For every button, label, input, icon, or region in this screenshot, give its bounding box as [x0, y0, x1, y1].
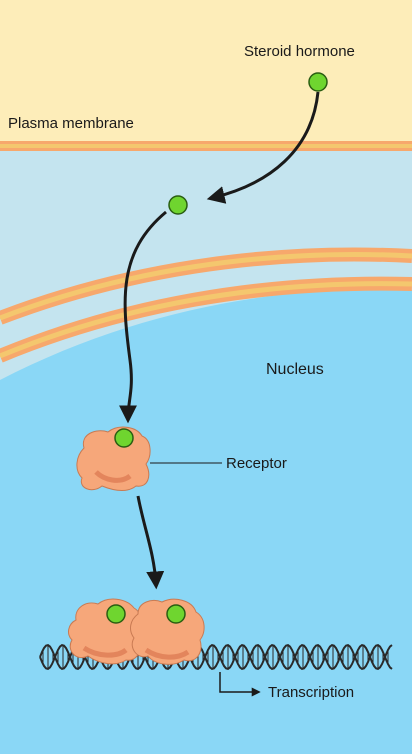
arrow-cytoplasm-to-receptor	[119, 210, 167, 424]
extracellular-space	[0, 0, 412, 144]
receptor-complex	[76, 426, 151, 492]
label-plasma-membrane: Plasma membrane	[8, 115, 134, 132]
hormone-molecule-bound	[114, 428, 134, 448]
plasma-membrane-core	[0, 144, 412, 148]
receptor-dimer	[68, 598, 205, 665]
transcription-arrow	[219, 672, 261, 697]
hormone-molecule-dimer-right	[166, 604, 186, 624]
hormone-molecule-cytoplasm	[168, 195, 188, 215]
hormone-molecule-dimer-left	[106, 604, 126, 624]
arrow-receptor-to-dna	[136, 495, 165, 590]
label-transcription: Transcription	[268, 684, 355, 701]
label-receptor: Receptor	[226, 455, 287, 472]
arrow-hormone-to-cytoplasm	[206, 91, 320, 204]
receptor-dimer-right	[130, 598, 205, 665]
hormone-molecule-outside	[308, 72, 328, 92]
label-steroid-hormone: Steroid hormone	[244, 43, 355, 60]
label-nucleus: Nucleus	[266, 361, 324, 378]
